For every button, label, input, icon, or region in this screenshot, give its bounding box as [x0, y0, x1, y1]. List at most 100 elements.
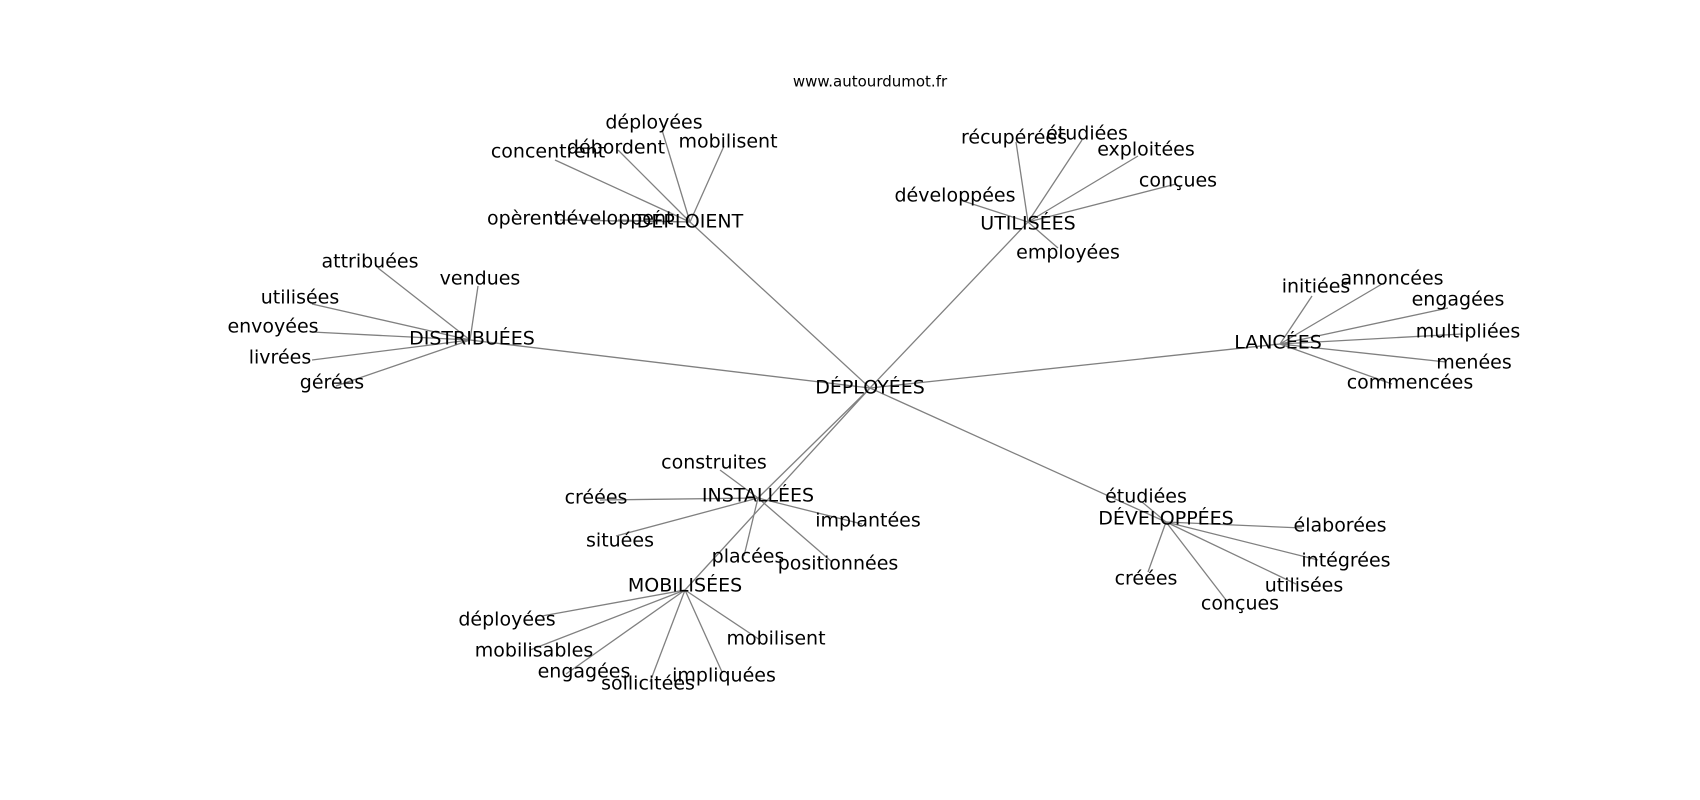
- edge-distribuees-envoyees: [311, 331, 471, 341]
- word-node-attribuees[interactable]: attribuées: [321, 251, 418, 273]
- edge-lancees-initiees: [1279, 295, 1313, 345]
- edge-deploient-developpent: [617, 219, 691, 223]
- word-node-implantees[interactable]: implantées: [815, 510, 921, 532]
- word-node-multipliees[interactable]: multipliées: [1416, 321, 1520, 343]
- edge-developpees-concues: [1165, 521, 1227, 601]
- word-node-mobilisent[interactable]: mobilisent: [678, 131, 777, 153]
- word-node-mobilisables[interactable]: mobilisables: [475, 640, 594, 662]
- word-node-exploitees[interactable]: exploitées: [1097, 139, 1195, 161]
- edge-utilisees-etudiees: [1027, 139, 1083, 223]
- word-node-utilisees[interactable]: utilisées: [1265, 575, 1344, 597]
- edge-installees-construites: [719, 469, 759, 499]
- edge-center-distribuees: [469, 339, 871, 389]
- hub-node-deploient[interactable]: DÉPLOIENT: [637, 210, 744, 233]
- word-node-engagees[interactable]: engagées: [538, 661, 631, 683]
- edge-developpees-creees: [1147, 521, 1167, 573]
- word-node-menees[interactable]: menées: [1436, 352, 1512, 374]
- edge-distribuees-attribuees: [377, 267, 471, 341]
- edge-lancees-annoncees: [1279, 283, 1383, 345]
- word-node-impliquees[interactable]: impliquées: [672, 665, 776, 687]
- word-node-debordent[interactable]: débordent: [567, 137, 665, 159]
- word-node-employees[interactable]: employées: [1016, 242, 1120, 264]
- edge-deploient-deployees: [661, 129, 691, 223]
- edge-deploient-concentrent: [554, 159, 691, 223]
- word-node-livrees[interactable]: livrées: [249, 347, 311, 369]
- word-node-concentrent[interactable]: concentrent: [491, 141, 605, 163]
- word-node-placees[interactable]: placées: [712, 546, 785, 568]
- edge-developpees-elaborees: [1165, 521, 1303, 529]
- edge-mobilisees-sollicitees: [649, 589, 686, 683]
- edge-center-mobilisees: [684, 387, 871, 591]
- edge-center-utilisees: [869, 221, 1029, 389]
- edge-distribuees-gerees: [335, 339, 471, 387]
- hub-node-distribuees[interactable]: DISTRIBUÉES: [409, 327, 535, 350]
- edge-center-deploient: [689, 221, 871, 389]
- word-node-annoncees[interactable]: annoncées: [1340, 268, 1443, 290]
- word-labels: concentrentdébordentdéployéesmobilisento…: [227, 112, 1520, 695]
- word-node-utilisees[interactable]: utilisées: [261, 287, 340, 309]
- word-node-deployees[interactable]: déployées: [605, 112, 702, 134]
- word-node-mobilisent[interactable]: mobilisent: [726, 628, 825, 650]
- word-node-concues[interactable]: conçues: [1139, 170, 1217, 192]
- edge-utilisees-exploitees: [1027, 155, 1139, 223]
- edge-lancees-multipliees: [1279, 333, 1463, 345]
- edge-lancees-engagees: [1279, 307, 1449, 345]
- word-node-vendues[interactable]: vendues: [440, 268, 521, 290]
- site-watermark: www.autourdumot.fr: [793, 73, 948, 91]
- edge-developpees-utilisees: [1165, 521, 1297, 585]
- word-node-situees[interactable]: situées: [586, 530, 654, 552]
- center-node[interactable]: DÉPLOYÉES: [815, 376, 925, 399]
- edge-mobilisees-mobilisent: [684, 589, 761, 641]
- edge-developpees-integrees: [1165, 521, 1319, 561]
- word-node-commencees[interactable]: commencées: [1347, 372, 1474, 394]
- word-node-engagees[interactable]: engagées: [1412, 289, 1505, 311]
- edge-installees-positionnees: [757, 497, 833, 563]
- word-node-recuperees[interactable]: récupérées: [961, 127, 1067, 149]
- word-node-integrees[interactable]: intégrées: [1301, 550, 1390, 572]
- hub-node-utilisees[interactable]: UTILISÉES: [980, 212, 1075, 235]
- edge-utilisees-concues: [1027, 183, 1177, 223]
- word-node-construites[interactable]: construites: [661, 452, 767, 474]
- word-node-positionnees[interactable]: positionnées: [778, 553, 899, 575]
- word-node-sollicitees[interactable]: sollicitées: [601, 673, 695, 695]
- edge-utilisees-developpees: [959, 199, 1029, 223]
- edge-installees-creees: [599, 497, 759, 501]
- word-node-deployees[interactable]: déployées: [458, 609, 555, 631]
- word-node-elaborees[interactable]: élaborées: [1294, 515, 1387, 537]
- edge-deploient-mobilisent: [689, 145, 725, 223]
- edge-installees-implantees: [757, 497, 863, 525]
- word-node-operent[interactable]: opèrent: [487, 208, 561, 230]
- word-node-developpent[interactable]: développent: [555, 208, 674, 230]
- word-node-gerees[interactable]: gérées: [300, 372, 364, 394]
- edges: [311, 129, 1463, 683]
- edge-lancees-menees: [1279, 343, 1447, 363]
- hub-node-developpees[interactable]: DÉVELOPPÉES: [1098, 507, 1234, 530]
- word-node-etudiees[interactable]: étudiées: [1046, 123, 1128, 145]
- edge-distribuees-vendues: [469, 285, 479, 341]
- word-node-etudiees[interactable]: étudiées: [1105, 486, 1187, 508]
- edge-mobilisees-engagees: [565, 589, 686, 675]
- word-node-initiees[interactable]: initiées: [1282, 276, 1351, 298]
- hub-node-installees[interactable]: INSTALLÉES: [702, 484, 814, 507]
- word-node-concues[interactable]: conçues: [1201, 593, 1279, 615]
- edge-installees-placees: [743, 497, 759, 557]
- edge-mobilisees-impliquees: [684, 589, 723, 673]
- word-node-creees[interactable]: créées: [565, 487, 628, 509]
- word-node-creees[interactable]: créées: [1115, 568, 1178, 590]
- hub-node-mobilisees[interactable]: MOBILISÉES: [628, 574, 742, 597]
- edge-center-installees: [757, 387, 871, 499]
- edge-utilisees-employees: [1027, 221, 1059, 249]
- word-node-developpees[interactable]: développées: [895, 185, 1016, 207]
- edge-distribuees-utilisees: [311, 303, 471, 341]
- hub-node-lancees[interactable]: LANCÉES: [1234, 331, 1322, 354]
- edge-center-developpees: [869, 387, 1167, 523]
- word-node-envoyees[interactable]: envoyées: [227, 316, 318, 338]
- edge-installees-situees: [615, 497, 759, 537]
- edge-deploient-debordent: [617, 149, 691, 223]
- edge-mobilisees-mobilisables: [529, 589, 686, 651]
- edge-distribuees-livrees: [311, 339, 471, 361]
- edge-lancees-commencees: [1279, 343, 1393, 385]
- edge-utilisees-recuperees: [1015, 141, 1029, 223]
- edge-developpees-etudiees: [1141, 501, 1167, 523]
